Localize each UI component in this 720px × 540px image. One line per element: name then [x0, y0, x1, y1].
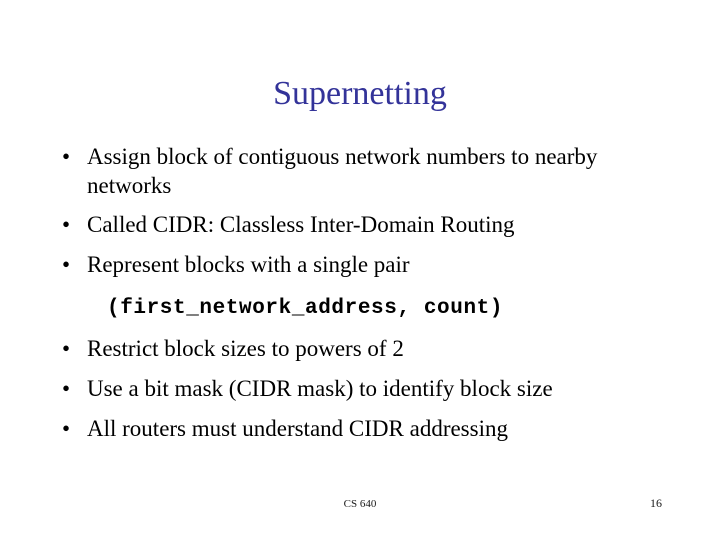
- bullet-list-primary: • Assign block of contiguous network num…: [55, 142, 675, 290]
- bullet-icon: •: [62, 416, 71, 441]
- page-title: Supernetting: [273, 75, 447, 112]
- list-item: • Use a bit mask (CIDR mask) to identify…: [55, 374, 695, 403]
- bullet-icon: •: [62, 212, 71, 237]
- code-snippet: (first_network_address, count): [107, 297, 504, 320]
- list-item-label: All routers must understand CIDR address…: [87, 416, 508, 441]
- list-item-label: Restrict block sizes to powers of 2: [87, 336, 404, 361]
- bullet-icon: •: [62, 336, 71, 361]
- footer-page-number: 16: [650, 496, 662, 510]
- list-item: • Represent blocks with a single pair: [55, 250, 675, 279]
- list-item: • All routers must understand CIDR addre…: [55, 414, 695, 443]
- bullet-icon: •: [62, 252, 71, 277]
- footer-course-label: CS 640: [343, 498, 377, 510]
- list-item-label: Assign block of contiguous network numbe…: [87, 144, 598, 198]
- list-item: • Assign block of contiguous network num…: [55, 142, 675, 200]
- list-item-label: Called CIDR: Classless Inter-Domain Rout…: [87, 212, 515, 237]
- bullet-list-secondary: • Restrict block sizes to powers of 2 • …: [55, 334, 695, 454]
- list-item: • Restrict block sizes to powers of 2: [55, 334, 695, 363]
- bullet-icon: •: [62, 144, 71, 169]
- list-item-label: Represent blocks with a single pair: [87, 252, 410, 277]
- list-item: • Called CIDR: Classless Inter-Domain Ro…: [55, 210, 675, 239]
- bullet-icon: •: [62, 376, 71, 401]
- list-item-label: Use a bit mask (CIDR mask) to identify b…: [87, 376, 553, 401]
